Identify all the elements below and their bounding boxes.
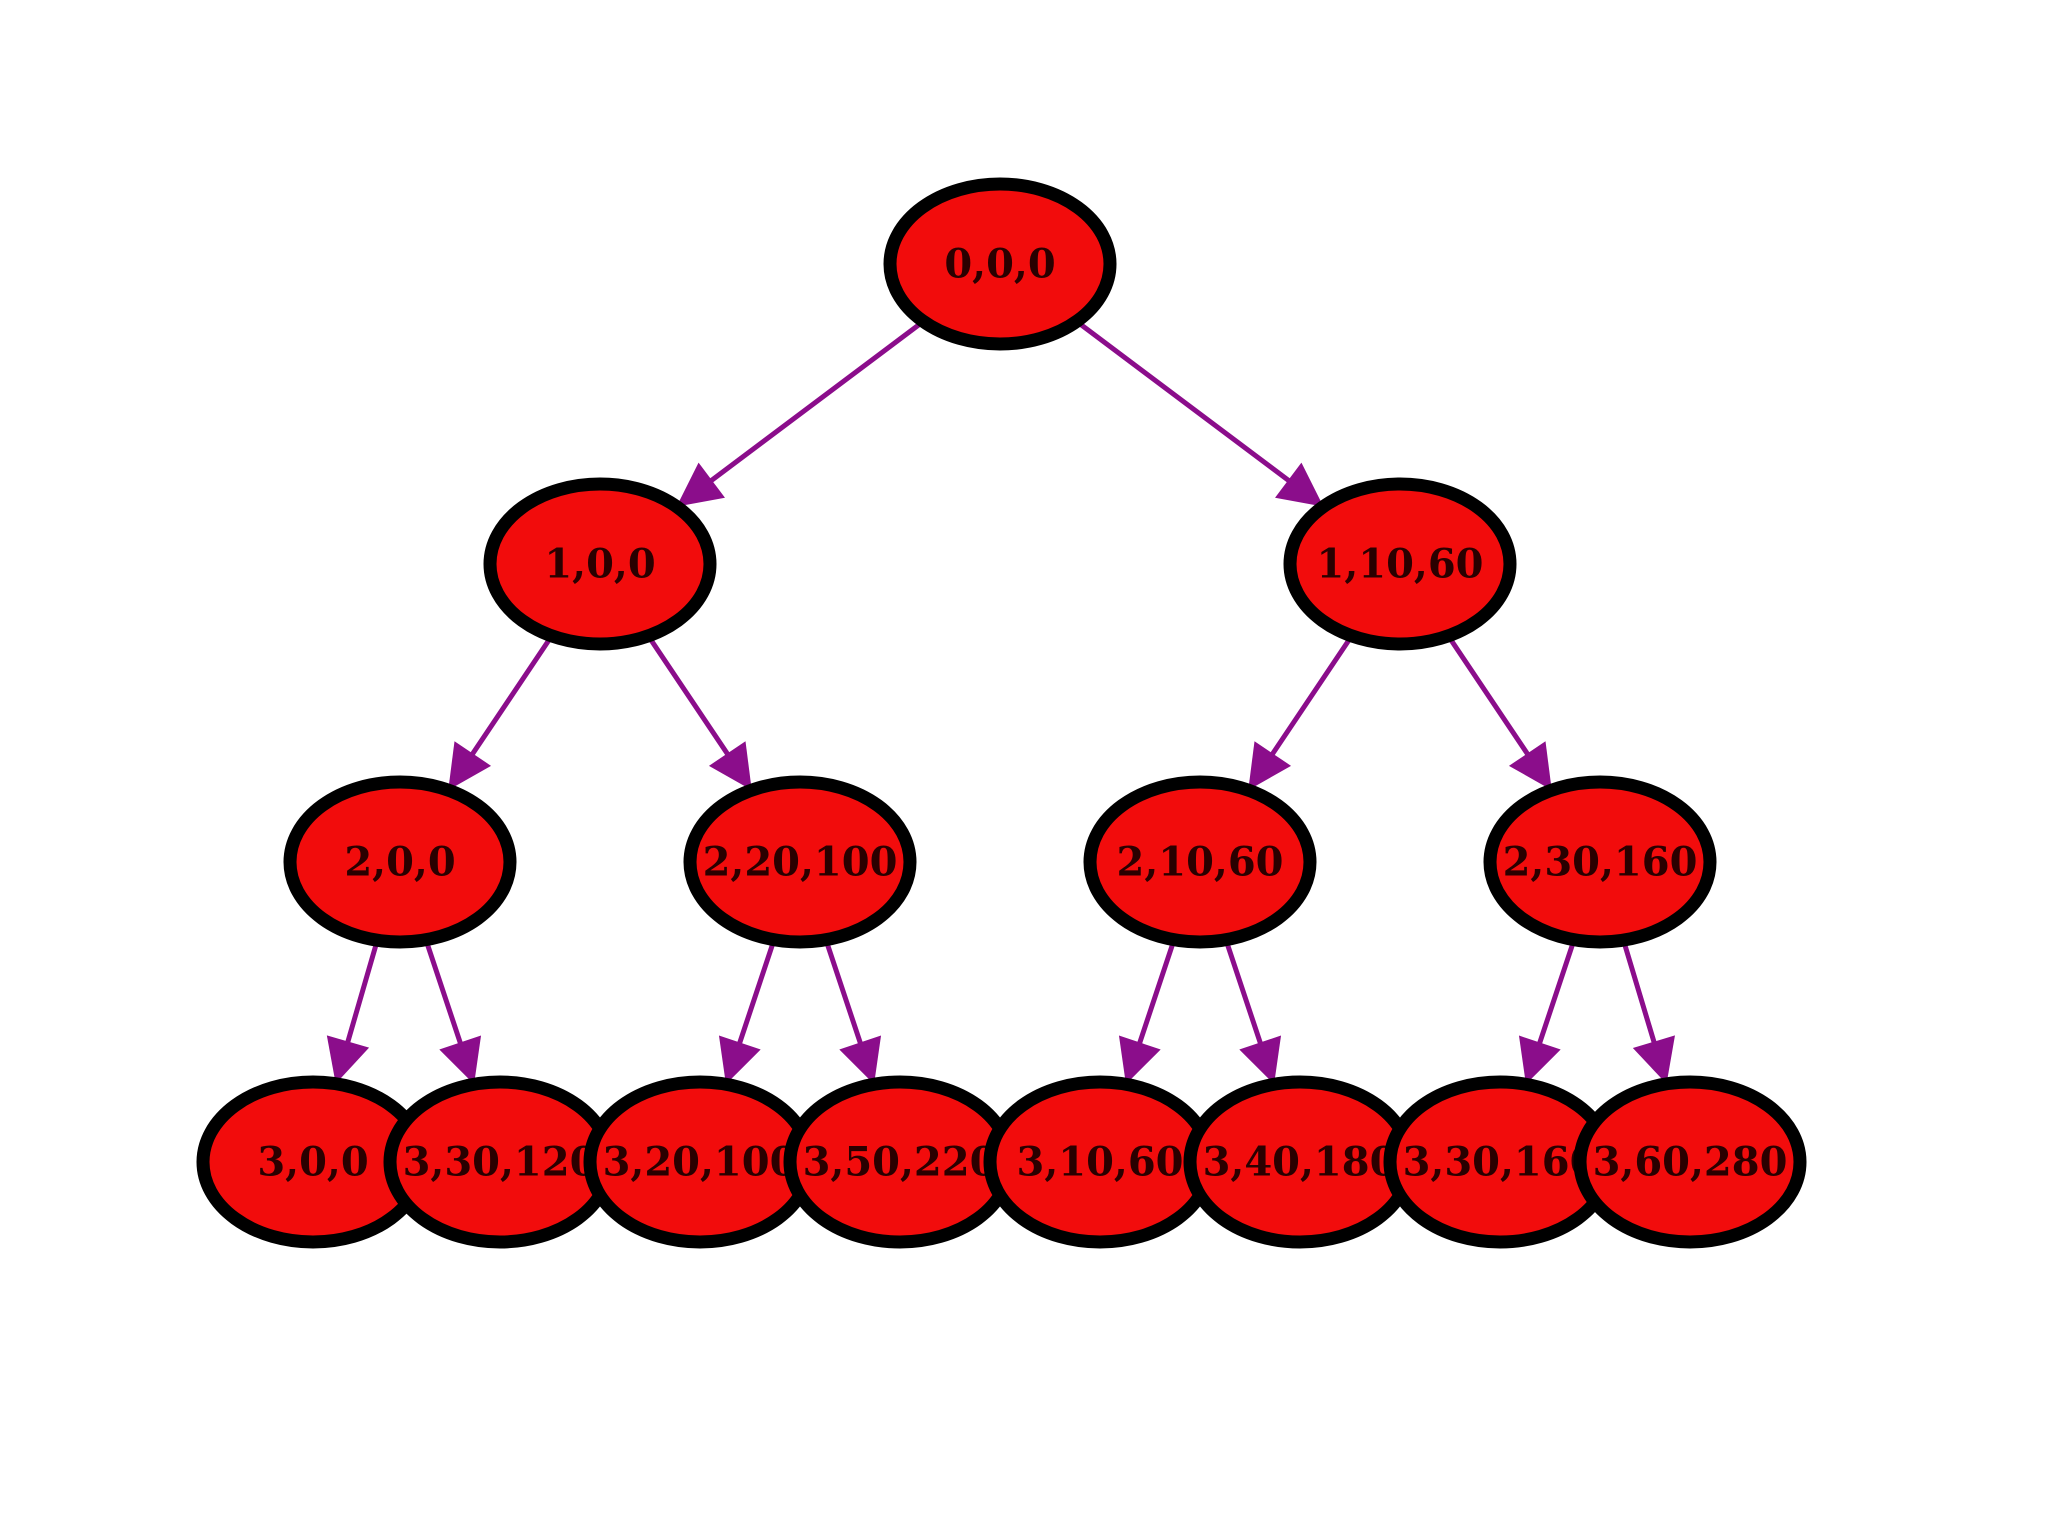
node-label: 3,50,220: [803, 1139, 998, 1186]
edge-arrow-n2-n6: [1446, 634, 1554, 792]
edge-arrow-n0-n2: [1075, 319, 1325, 509]
node-label: 3,30,160: [1403, 1139, 1598, 1186]
tree-node: 3,30,160: [1383, 1075, 1617, 1249]
edges-layer: [326, 319, 1675, 1086]
node-ellipse: [1083, 775, 1317, 949]
edge-arrow-n4-n10: [823, 938, 882, 1086]
node-ellipse: [883, 177, 1117, 351]
nodes-layer: 0,0,0 1,0,0 1,10,60 2,0,0 2,20,100 2,10,60 2,3…: [196, 177, 1807, 1249]
node-ellipse: [683, 775, 917, 949]
node-label: 3,20,100: [603, 1139, 798, 1186]
node-label: 0,0,0: [944, 241, 1055, 288]
node-ellipse: [1573, 1075, 1807, 1249]
node-label: 3,10,60: [1016, 1139, 1183, 1186]
edge-arrow-n0-n1: [675, 319, 925, 509]
tree-node: 2,30,160: [1483, 775, 1717, 949]
edge-arrow-n3-n8: [423, 938, 482, 1086]
edge-arrow-n1-n3: [446, 634, 554, 792]
edge-arrow-n6-n14: [1621, 939, 1675, 1085]
tree-node: 0,0,0: [883, 177, 1117, 351]
node-label: 2,10,60: [1116, 839, 1283, 886]
node-ellipse: [1283, 477, 1517, 651]
node-label: 2,30,160: [1503, 839, 1698, 886]
tree-node: 3,30,120: [383, 1075, 617, 1249]
node-label: 3,30,120: [403, 1139, 598, 1186]
tree-node: 2,20,100: [683, 775, 917, 949]
node-ellipse: [283, 775, 517, 949]
node-label: 3,0,0: [257, 1139, 368, 1186]
tree-node: 3,10,60: [983, 1075, 1217, 1249]
node-label: 1,10,60: [1316, 541, 1483, 588]
edge-arrow-n5-n12: [1223, 938, 1282, 1086]
edge-arrow-n5-n11: [1118, 938, 1177, 1086]
edge-arrow-n3-n7: [326, 939, 380, 1085]
tree-node: 1,0,0: [483, 477, 717, 651]
node-label: 2,20,100: [703, 839, 898, 886]
tree-node: 3,60,280: [1573, 1075, 1807, 1249]
node-label: 3,60,280: [1593, 1139, 1788, 1186]
tree-node: 3,40,180: [1183, 1075, 1417, 1249]
node-label: 2,0,0: [344, 839, 455, 886]
node-label: 3,40,180: [1203, 1139, 1398, 1186]
tree-node: 3,50,220: [783, 1075, 1017, 1249]
edge-arrow-n1-n4: [646, 634, 754, 792]
edge-arrow-n2-n5: [1246, 634, 1354, 792]
tree-node: 2,0,0: [283, 775, 517, 949]
edge-arrow-n4-n9: [718, 938, 777, 1086]
tree-node: 1,10,60: [1283, 477, 1517, 651]
tree-node: 2,10,60: [1083, 775, 1317, 949]
node-ellipse: [483, 477, 717, 651]
node-label: 1,0,0: [544, 541, 655, 588]
node-ellipse: [1483, 775, 1717, 949]
tree-node: 3,20,100: [583, 1075, 817, 1249]
edge-arrow-n6-n13: [1518, 938, 1577, 1086]
